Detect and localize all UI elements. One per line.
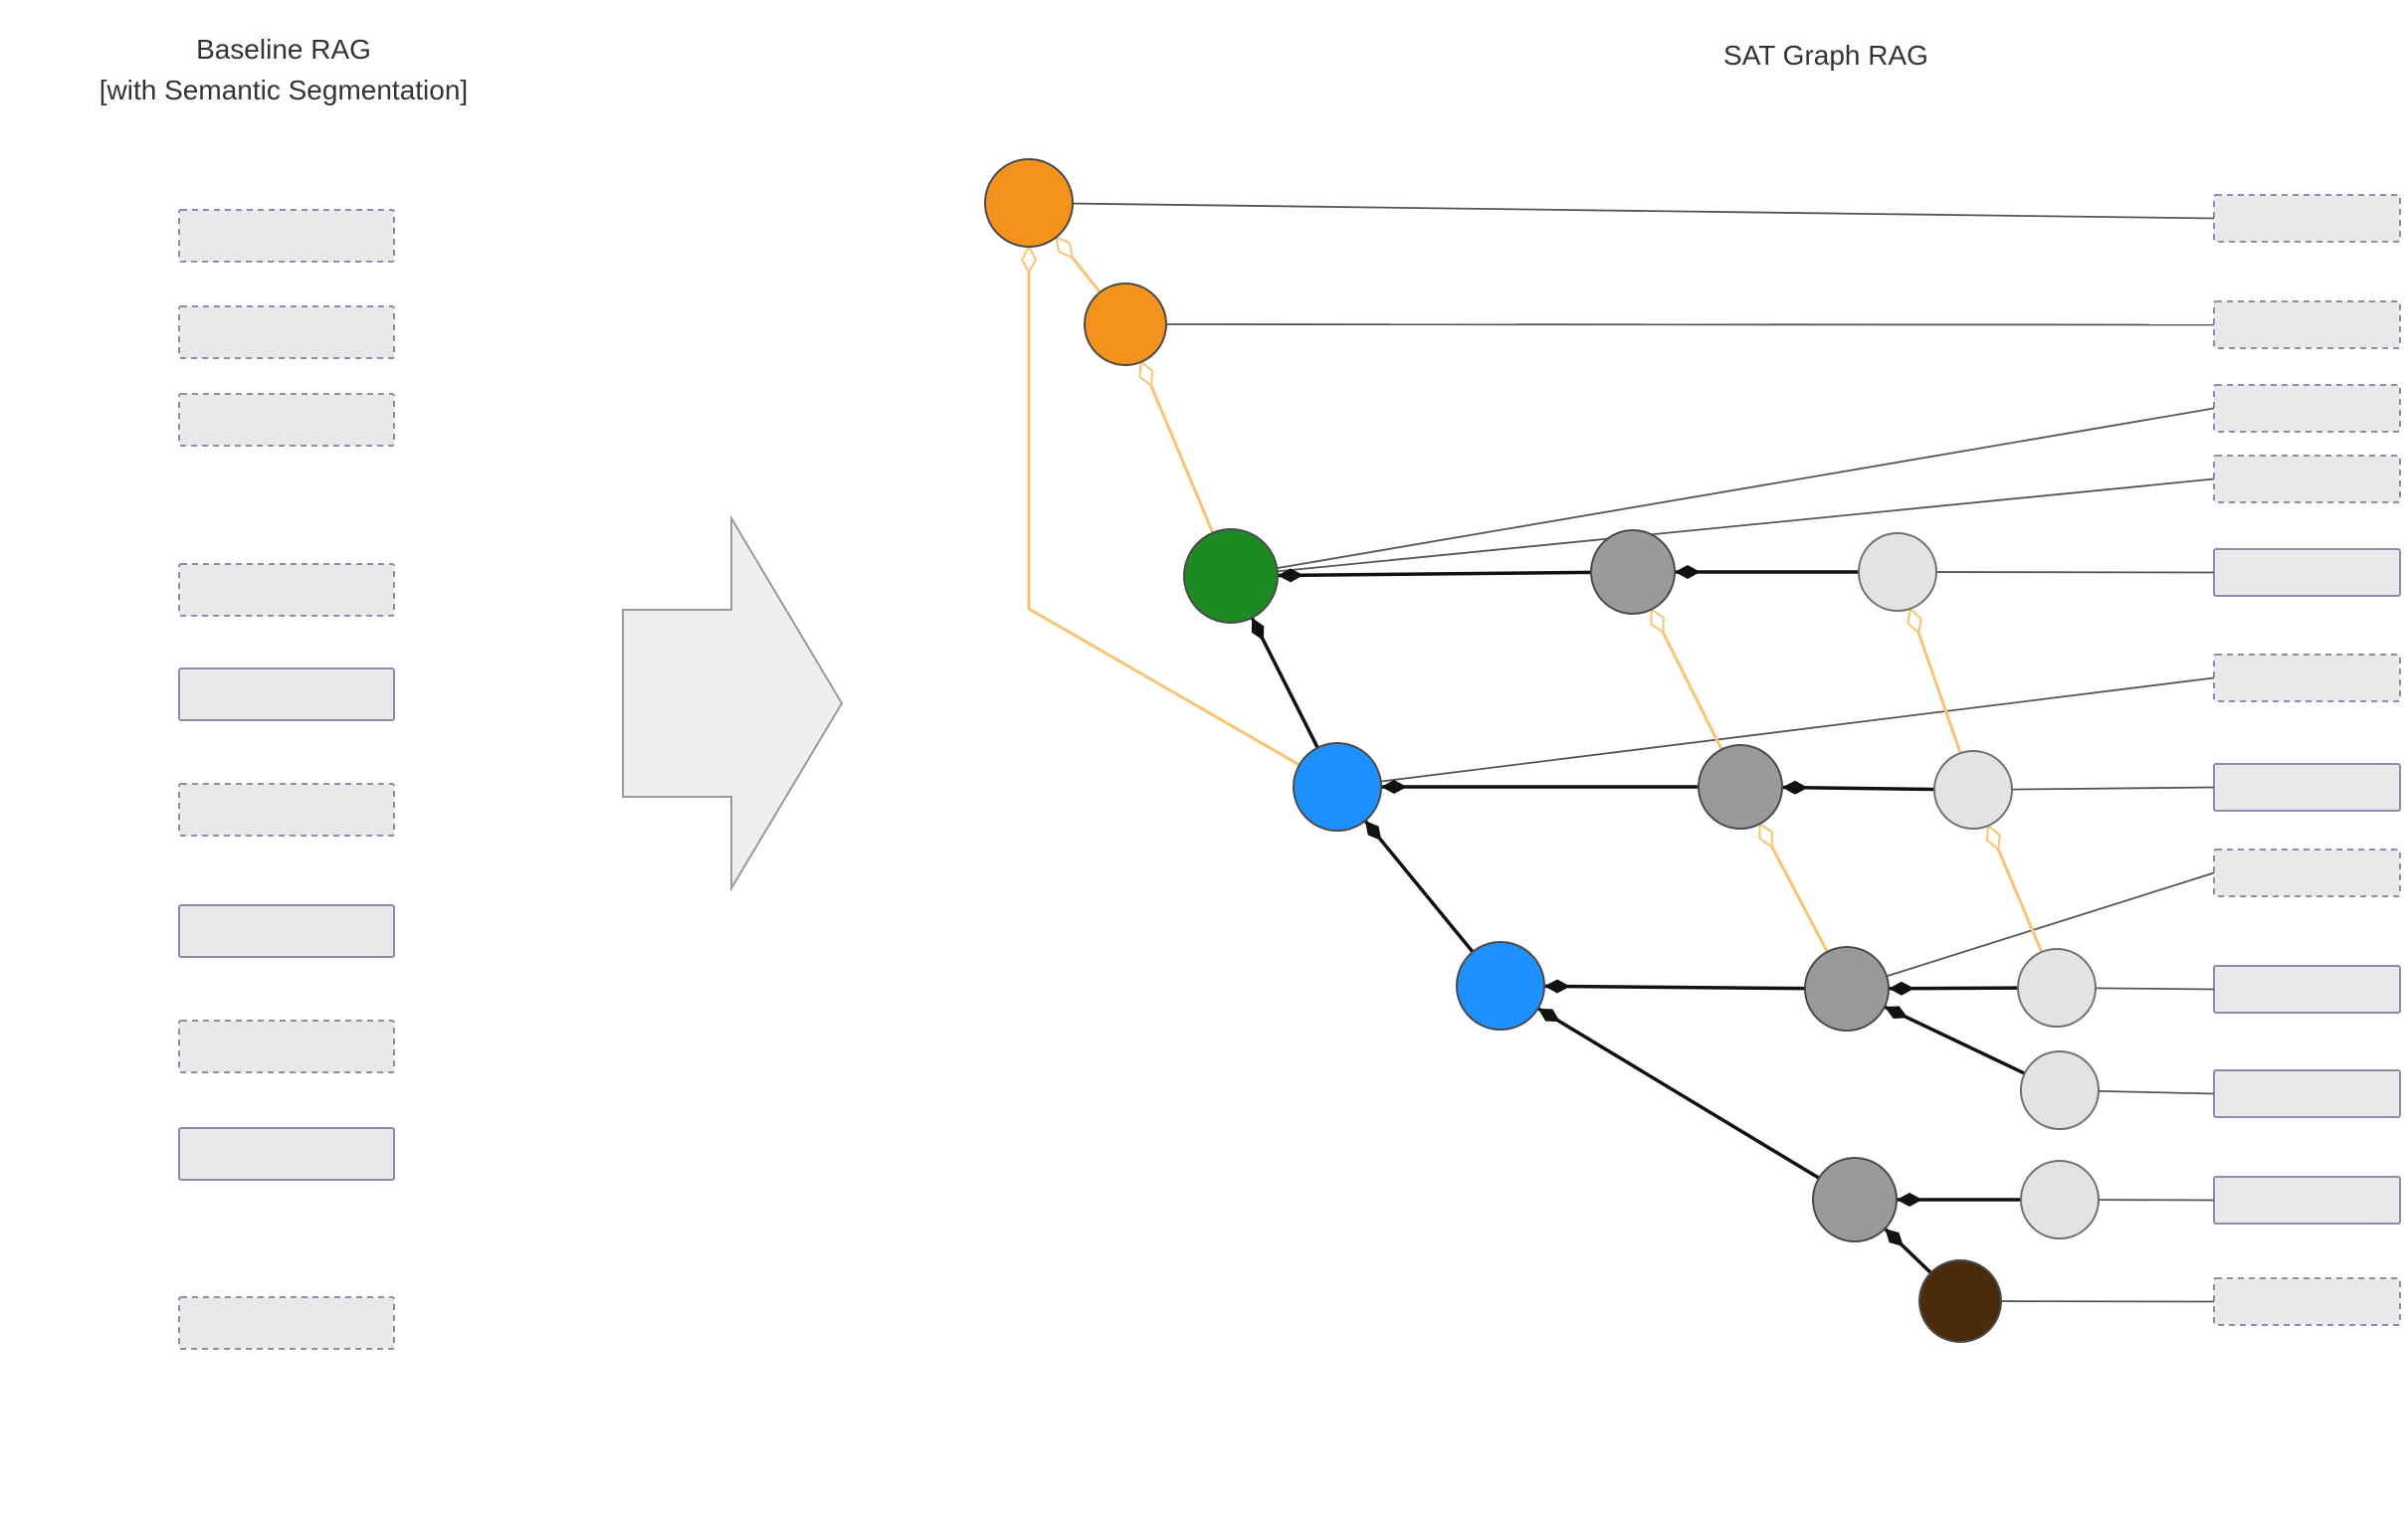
right-chunk-12: [2213, 1277, 2401, 1326]
gray-node-3: [1804, 946, 1890, 1032]
diamond-o1-b1: [1020, 244, 1038, 276]
diamond-gr2-gr3: [1758, 822, 1773, 850]
left-chunk-9: [178, 1127, 395, 1181]
diamond-gr2-lg2: [1781, 780, 1808, 795]
ref-line-g1-rc3: [1277, 407, 2215, 569]
left-chunk-2: [178, 305, 395, 359]
ref-line-gr3-rc8: [1886, 871, 2215, 978]
right-chunk-1: [2213, 194, 2401, 243]
gray-node-4: [1812, 1157, 1898, 1242]
diamond-lg1-lg2: [1906, 606, 1922, 636]
right-chunk-6: [2213, 654, 2401, 702]
ref-line-b1-rc6: [1380, 676, 2215, 783]
diamond-gr1-gr2: [1650, 607, 1665, 635]
edge-g1-gr1: [1277, 570, 1592, 578]
orange-node-2: [1084, 283, 1167, 366]
right-chunk-10: [2213, 1069, 2401, 1118]
left-chunk-7: [178, 904, 395, 958]
diamond-b2-gr4: [1537, 1008, 1560, 1023]
blue-node-2: [1456, 941, 1545, 1031]
right-chunk-2: [2213, 300, 2401, 349]
diamond-lg2-lg3: [1985, 823, 2001, 852]
diamond-g1-gr1: [1277, 568, 1304, 583]
ref-line-o1-rc1: [1072, 202, 2215, 220]
ref-line-lg2-rc7: [2011, 786, 2215, 791]
diamond-gr3-lg3: [1888, 981, 1914, 996]
blue-node-1: [1293, 742, 1382, 832]
right-chunk-4: [2213, 455, 2401, 503]
ref-line-g1-rc4: [1277, 477, 2215, 573]
lightgray-node-5: [2020, 1160, 2100, 1239]
edge-b1-b2: [1363, 819, 1475, 954]
diamond-b1-gr2: [1381, 780, 1407, 794]
diamond-b1-b2: [1364, 821, 1382, 842]
ref-line-lg3-rc9: [2095, 987, 2215, 991]
right-chunk-5: [2213, 548, 2401, 597]
right-chunk-7: [2213, 763, 2401, 812]
edge-gr3-lg4: [1884, 1005, 2026, 1075]
edge-o1-b1: [1027, 247, 1301, 767]
right-chunk-9: [2213, 965, 2401, 1014]
lightgray-node-3: [2017, 948, 2097, 1028]
left-title-line2: [with Semantic Segmentation]: [99, 74, 469, 105]
edge-b2-gr3: [1543, 984, 1806, 991]
right-title: SAT Graph RAG: [1723, 40, 1928, 71]
brown-node: [1918, 1259, 2002, 1343]
left-chunk-3: [178, 393, 395, 447]
left-chunk-1: [178, 209, 395, 263]
diamond-o1-o2: [1055, 235, 1074, 260]
gray-node-2: [1698, 744, 1783, 830]
right-chunk-8: [2213, 849, 2401, 897]
left-chunk-5: [178, 667, 395, 721]
left-title: Baseline RAG [with Semantic Segmentation…: [0, 30, 567, 110]
green-node: [1183, 528, 1279, 624]
orange-node-1: [984, 158, 1074, 248]
diamond-gr1-lg1: [1675, 565, 1701, 579]
right-chunk-11: [2213, 1176, 2401, 1225]
transform-arrow: [622, 514, 844, 892]
left-chunk-10: [178, 1296, 395, 1350]
diamond-gr3-lg4: [1884, 1006, 1908, 1019]
lightgray-node-4: [2020, 1050, 2100, 1130]
edge-b2-gr4: [1536, 1007, 1820, 1180]
diamond-g1-b1: [1251, 617, 1265, 642]
left-chunk-8: [178, 1020, 395, 1073]
diamond-gr4-br1: [1885, 1229, 1904, 1247]
diamond-gr4-lg5: [1897, 1193, 1922, 1207]
left-chunk-4: [178, 563, 395, 617]
left-chunk-6: [178, 783, 395, 837]
lightgray-node-2: [1933, 750, 2013, 830]
right-chunk-3: [2213, 384, 2401, 433]
diamond-b2-gr3: [1543, 979, 1570, 994]
diamond-o2-g1: [1138, 359, 1154, 388]
ref-line-lg4-rc10: [2098, 1089, 2215, 1095]
edge-o2-g1: [1139, 361, 1215, 534]
gray-node-1: [1590, 529, 1676, 615]
left-title-line1: Baseline RAG: [196, 34, 371, 65]
lightgray-node-1: [1858, 532, 1937, 612]
